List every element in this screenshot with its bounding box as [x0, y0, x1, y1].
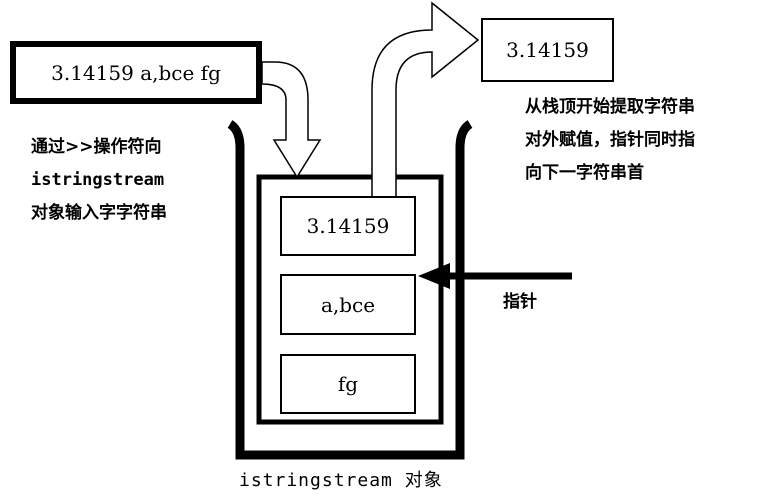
output-value-box: 3.14159 — [481, 18, 614, 82]
pointer-label: 指针 — [503, 292, 537, 312]
left-note: 通过>>操作符向 istringstream 对象输入字字符串 — [31, 133, 167, 228]
stack-item-top: 3.14159 — [280, 196, 416, 256]
stack-item-bottom: fg — [280, 354, 416, 414]
container-label: istringstream 对象 — [239, 470, 443, 491]
container-bracket — [227, 120, 473, 460]
stack-item-middle: a,bce — [280, 274, 416, 335]
output-value-text: 3.14159 — [506, 38, 589, 62]
right-note: 从栈顶开始提取字符串 对外赋值，指针同时指 向下一字符串首 — [525, 93, 695, 188]
left-note-line: 通过>>操作符向 — [31, 137, 162, 157]
left-note-line: istringstream — [31, 170, 165, 190]
input-string-text: 3.14159 a,bce fg — [51, 60, 221, 85]
right-note-line: 向下一字符串首 — [525, 163, 644, 183]
input-string-box: 3.14159 a,bce fg — [10, 41, 262, 104]
stack-item-text: 3.14159 — [306, 214, 390, 238]
right-note-line: 从栈顶开始提取字符串 — [525, 97, 695, 117]
left-note-line: 对象输入字字符串 — [31, 203, 167, 223]
right-note-line: 对外赋值，指针同时指 — [525, 130, 695, 150]
pointer-arrow — [418, 263, 572, 289]
output-arrow — [371, 1, 480, 199]
input-arrow — [261, 61, 322, 179]
stack-item-text: a,bce — [320, 292, 376, 317]
stack-item-text: fg — [337, 372, 359, 396]
